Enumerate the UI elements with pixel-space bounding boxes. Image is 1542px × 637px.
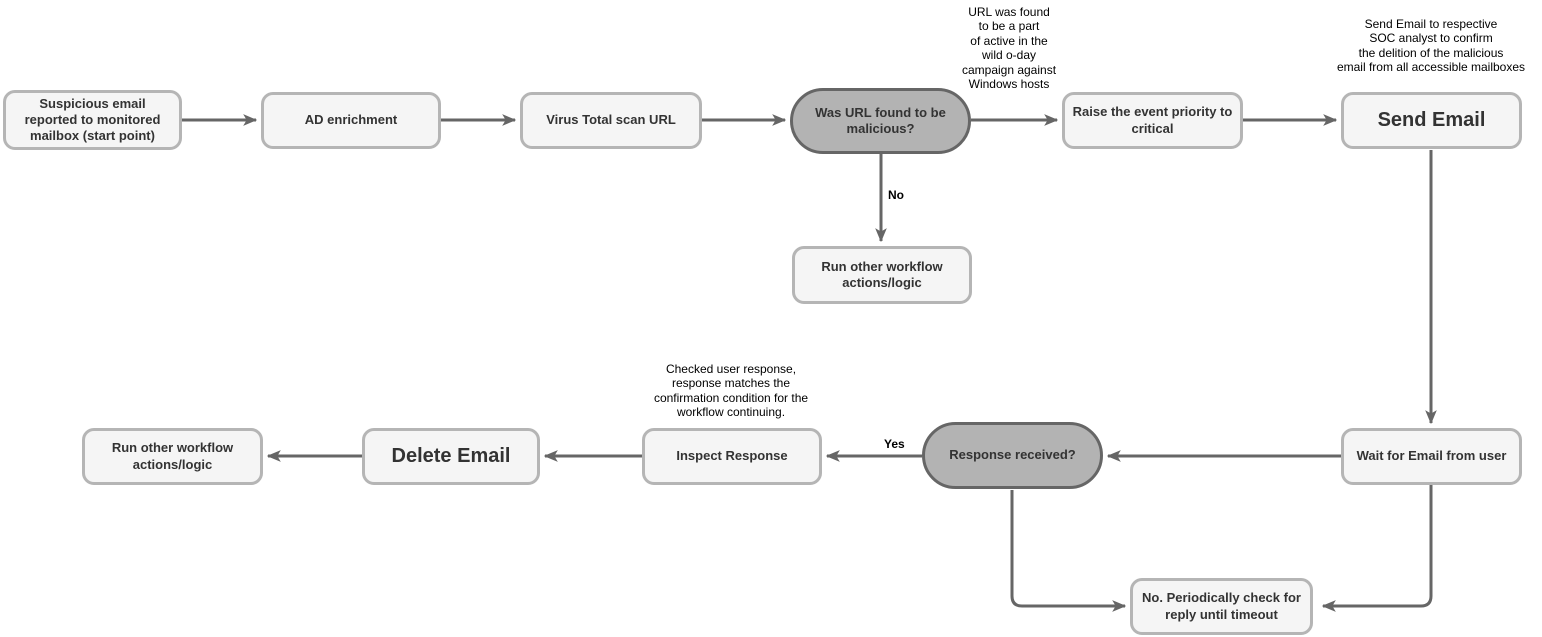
node-run-other-workflow-top: Run other workflow actions/logic: [792, 246, 972, 304]
decision-url-malicious: Was URL found to be malicious?: [790, 88, 971, 154]
node-virus-total-scan: Virus Total scan URL: [520, 92, 702, 149]
node-delete-email: Delete Email: [362, 428, 540, 485]
node-run-other-workflow-bottom: Run other workflow actions/logic: [82, 428, 263, 485]
annotation-send-email-note: Send Email to respective SOC analyst to …: [1336, 17, 1526, 75]
edge-label-no: No: [888, 188, 904, 202]
node-periodic-check-timeout: No. Periodically check for reply until t…: [1130, 578, 1313, 635]
node-wait-for-email: Wait for Email from user: [1341, 428, 1522, 485]
annotation-zero-day-campaign: URL was found to be a part of active in …: [961, 5, 1057, 91]
edge-wait-to-timeout: [1321, 485, 1433, 612]
edge-decision2-to-timeout: [1010, 490, 1127, 612]
node-ad-enrichment: AD enrichment: [261, 92, 441, 149]
edge-label-yes: Yes: [884, 437, 905, 451]
annotation-response-check-note: Checked user response, response matches …: [653, 362, 809, 420]
node-inspect-response: Inspect Response: [642, 428, 822, 485]
node-start: Suspicious email reported to monitored m…: [3, 90, 182, 150]
node-raise-priority: Raise the event priority to critical: [1062, 92, 1243, 149]
decision-response-received: Response received?: [922, 422, 1103, 489]
node-send-email: Send Email: [1341, 92, 1522, 149]
